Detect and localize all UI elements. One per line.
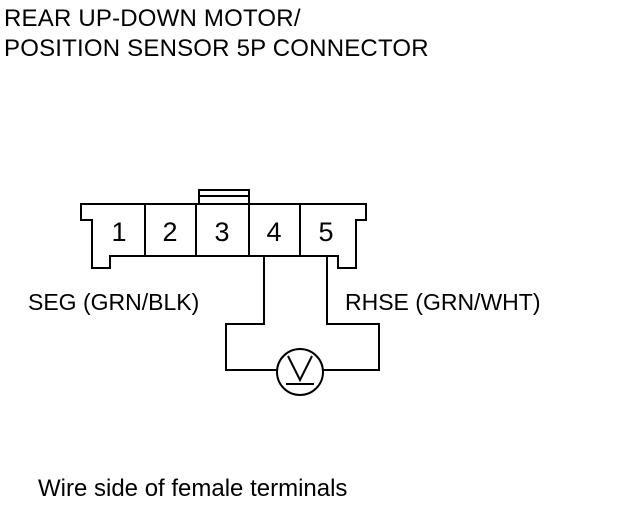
- pin-number-5: 5: [318, 217, 333, 247]
- probe-wire-pin-4: [225, 256, 278, 371]
- connector-housing: [80, 203, 367, 269]
- title-line-2: POSITION SENSOR 5P CONNECTOR: [4, 35, 429, 62]
- pin-number-1: 1: [111, 217, 126, 247]
- probe-wire-pin-5: [322, 256, 380, 371]
- title-line-1: REAR UP-DOWN MOTOR/: [4, 5, 301, 32]
- diagram-caption: Wire side of female terminals: [38, 475, 348, 502]
- wire-label-rhse: RHSE (GRN/WHT): [345, 289, 540, 315]
- voltmeter-icon: [276, 348, 324, 396]
- pin-number-3: 3: [214, 217, 229, 247]
- pin-number-2: 2: [162, 217, 177, 247]
- pin-number-4: 4: [266, 217, 281, 247]
- diagram-title: REAR UP-DOWN MOTOR/ POSITION SENSOR 5P C…: [4, 4, 429, 64]
- wire-label-seg: SEG (GRN/BLK): [28, 289, 199, 315]
